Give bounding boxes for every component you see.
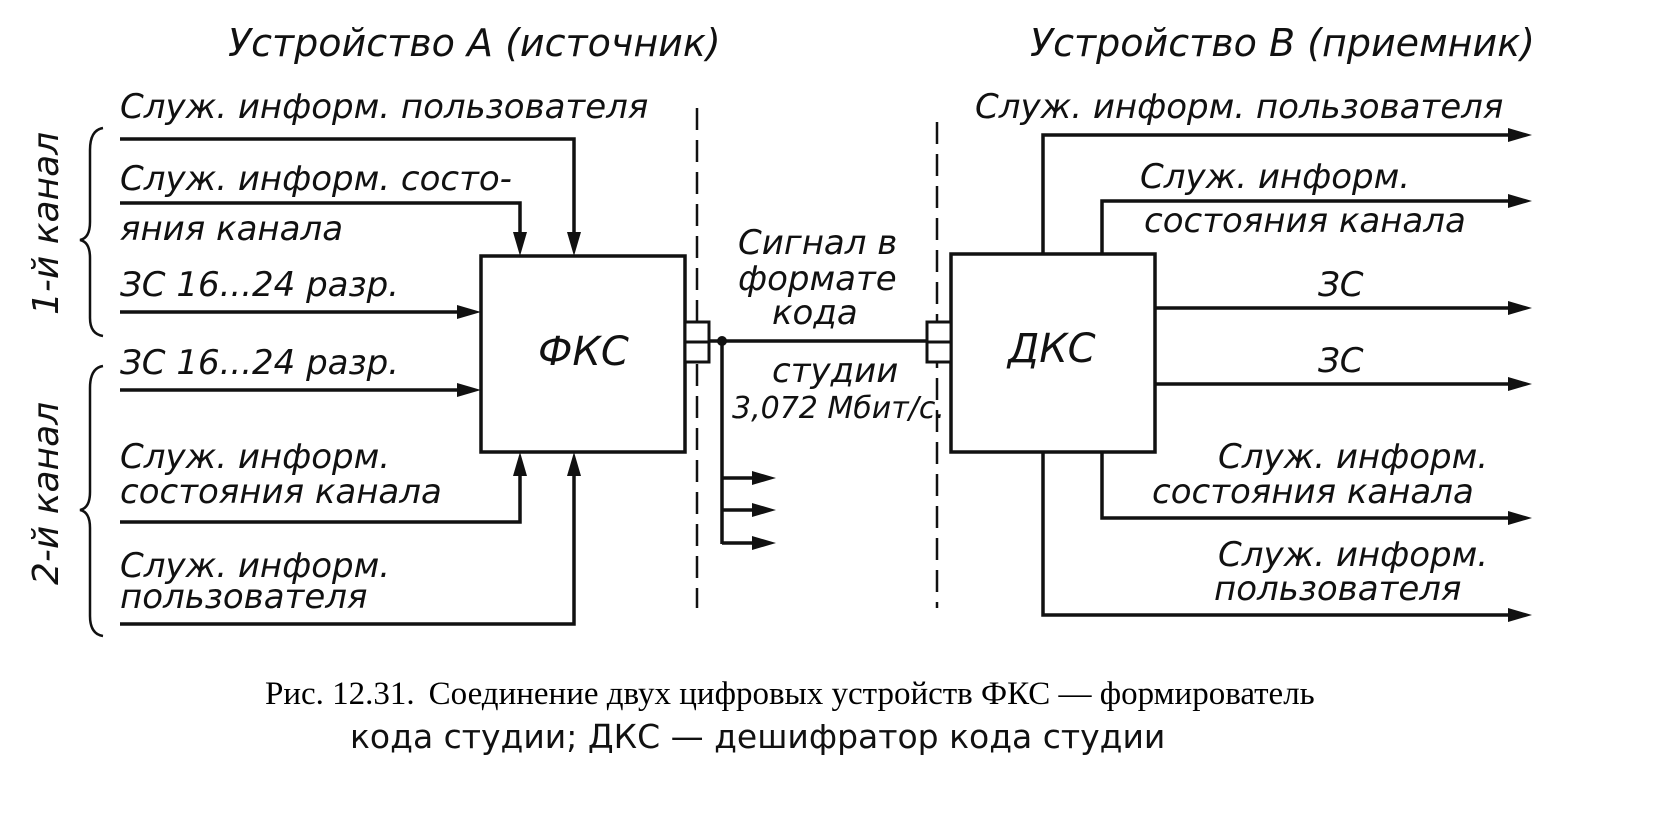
a-ch2-audio-label: ЗС 16...24 разр. <box>120 343 399 383</box>
link-text-line5: 3,072 Мбит/с. <box>732 391 945 426</box>
channel2-label: 2-й канал <box>26 402 67 585</box>
b-status-2-label-2: состояния канала <box>1152 472 1474 512</box>
b-status-2-line <box>1100 452 1512 520</box>
a-ch2-user-line <box>120 470 576 626</box>
caption-line1: Рис. 12.31. Соединение двух цифровых устр… <box>265 676 1315 712</box>
a-ch1-user-info-arrow <box>567 232 581 256</box>
link-text-line3: кода <box>772 293 858 333</box>
b-status-1-line <box>1100 199 1512 254</box>
a-ch1-status-label-2: яния канала <box>120 209 343 249</box>
device-a-title: Устройство A (источник) <box>228 21 721 65</box>
b-audio-1-arrow <box>1508 301 1532 315</box>
a-ch1-status-label-1: Служ. информ. состо- <box>120 159 512 199</box>
dks-label: ДКС <box>1006 326 1096 372</box>
b-user-info-1-arrow <box>1508 128 1532 142</box>
a-ch2-status-label-2: состояния канала <box>120 472 442 512</box>
b-user-2-line <box>1041 452 1512 617</box>
b-audio-2-label: ЗС <box>1318 341 1364 381</box>
link-text-line4: студии <box>772 351 898 391</box>
channel1-brace <box>79 126 104 338</box>
b-user-info-1-label: Служ. информ. пользователя <box>975 87 1503 127</box>
link-text-line2: формате <box>738 259 897 299</box>
a-ch2-user-label-1: Служ. информ. <box>120 546 390 586</box>
tap-arrow-1-head <box>752 471 776 485</box>
b-audio-2-arrow <box>1508 377 1532 391</box>
a-ch2-user-label-2: пользователя <box>120 577 367 617</box>
channel1-label: 1-й канал <box>26 132 67 315</box>
b-status-2-arrow <box>1508 511 1532 525</box>
b-status-1-arrow <box>1508 194 1532 208</box>
b-user-2-arrow <box>1508 608 1532 622</box>
a-ch2-status-line <box>120 470 522 524</box>
a-ch1-user-info-label: Служ. информ. пользователя <box>120 87 648 127</box>
tap-arrow-3-head <box>752 536 776 550</box>
link-text-line1: Сигнал в <box>738 223 897 263</box>
a-ch2-status-label-1: Служ. информ. <box>120 437 390 477</box>
a-ch1-audio-arrow <box>457 305 481 319</box>
b-status-2-label-1: Служ. информ. <box>1218 437 1488 477</box>
b-status-1-label-1: Служ. информ. <box>1140 157 1410 197</box>
a-ch2-user-arrow <box>567 452 581 476</box>
tap-arrow-2-head <box>752 503 776 517</box>
a-ch1-user-info-line <box>120 137 576 238</box>
b-user-2-label-1: Служ. информ. <box>1218 535 1488 575</box>
a-ch2-status-arrow <box>513 452 527 476</box>
channel2-brace <box>79 364 104 638</box>
a-ch1-audio-label: ЗС 16...24 разр. <box>120 265 399 305</box>
b-user-info-1-line <box>1041 133 1512 254</box>
caption-number: Рис. 12.31. <box>265 676 415 712</box>
b-user-2-label-2: пользователя <box>1214 569 1461 609</box>
caption-text-1: Соединение двух цифровых устройств ФКС —… <box>429 676 1315 712</box>
fks-label: ФКС <box>538 329 629 375</box>
a-ch1-status-arrow <box>513 232 527 256</box>
a-ch2-audio-arrow <box>457 383 481 397</box>
a-ch1-status-line <box>120 201 522 238</box>
b-status-1-label-2: состояния канала <box>1144 201 1466 241</box>
device-b-title: Устройство B (приемник) <box>1030 21 1535 65</box>
caption-line2: кода студии; ДКС — дешифратор кода студи… <box>350 717 1165 756</box>
dks-block <box>949 252 1157 454</box>
b-audio-1-label: ЗС <box>1318 265 1364 305</box>
